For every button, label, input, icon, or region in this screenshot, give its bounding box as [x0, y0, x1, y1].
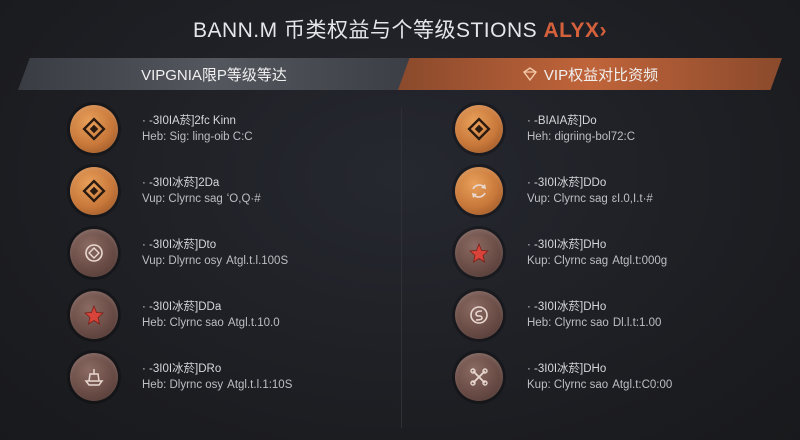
left-header-label: VIPGNIA限P等级等达 [141, 66, 287, 84]
tier-extra: Dl.l.t:1.00 [612, 317, 662, 329]
compass-icon [70, 229, 118, 277]
tier-line1: · -3I0I冰菸]DHo [527, 301, 607, 313]
knot-icon [455, 353, 503, 401]
tier-extra: ɛI.0,I.t·# [611, 193, 653, 205]
gem-icon [522, 66, 538, 82]
diamond-icon [70, 167, 118, 215]
tier-extra: Atgl.t.l.1:10S [227, 379, 293, 391]
right-column-header[interactable]: VIP权益对比资频 [398, 58, 782, 90]
tier-line2: Heb: Sig: ling-oib C:C [142, 129, 257, 145]
tier-line2-text: Vup: Dlyrnc osy [142, 255, 223, 267]
tier-line2-text: Vup: Clyrnc sag [527, 193, 608, 205]
tier-extra: Atgl.t:C0:00 [612, 379, 673, 391]
tier-line2-text: Kup: Clyrnc sao [527, 379, 609, 391]
tier-extra: Atgl.t.l.100S [226, 255, 289, 267]
title-main: BANN.M 币类权益与个等级STIONS [192, 19, 538, 42]
tier-line1: · -3I0I冰菸]Dto [142, 239, 217, 251]
tier-line2-text: Heb: Clyrnc sao [527, 317, 609, 329]
tier-extra: Atgl.t.10.0 [227, 317, 280, 329]
column-divider [401, 108, 402, 428]
tier-line2: Heh: digriing-bol72:C [527, 129, 639, 145]
ship-icon [70, 353, 118, 401]
cycle-icon [455, 291, 503, 339]
tier-line2-text: Vup: Clyrnc sag [142, 193, 223, 205]
tier-line1: · -BIAIA菸]Do [527, 115, 597, 127]
tier-line1: · -3I0I冰菸]DRo [142, 363, 222, 375]
right-header-label: VIP权益对比资频 [543, 66, 659, 84]
diamond-icon [455, 105, 503, 153]
tier-line2-text: Heb: Clyrnc sao [142, 317, 224, 329]
tier-line1: · -3I0I冰菸]2Da [142, 177, 220, 189]
tier-line2-text: Heh: digriing-bol72:C [527, 131, 636, 143]
tier-line2-text: Heb: Sig: ling-oib C:C [142, 131, 253, 143]
star-icon [70, 291, 118, 339]
tier-line2-text: Kup: Clyrnc sag [527, 255, 609, 267]
star-icon [455, 229, 503, 277]
title-accent: ALYX› [543, 19, 608, 42]
diamond-icon [70, 105, 118, 153]
tier-line1: · -3I0I冰菸]DHo [527, 363, 607, 375]
tier-line2-text: Heb: Dlyrnc osy [142, 379, 224, 391]
tier-line1: · -3I0I冰菸]DHo [527, 239, 607, 251]
page-title: BANN.M 币类权益与个等级STIONS ALYX› [0, 14, 800, 44]
tier-extra: Atgl.t:000g [612, 255, 668, 267]
tier-line1: · -3I0I冰菸]DDo [527, 177, 607, 189]
tier-line1: · -3I0IA菸]2fc Kinn [142, 115, 236, 127]
tier-extra: ʻO,Q·# [226, 193, 261, 205]
tier-line1: · -3I0I冰菸]DDa [142, 301, 222, 313]
left-column-header[interactable]: VIPGNIA限P等级等达 [18, 58, 410, 90]
refresh-icon [455, 167, 503, 215]
